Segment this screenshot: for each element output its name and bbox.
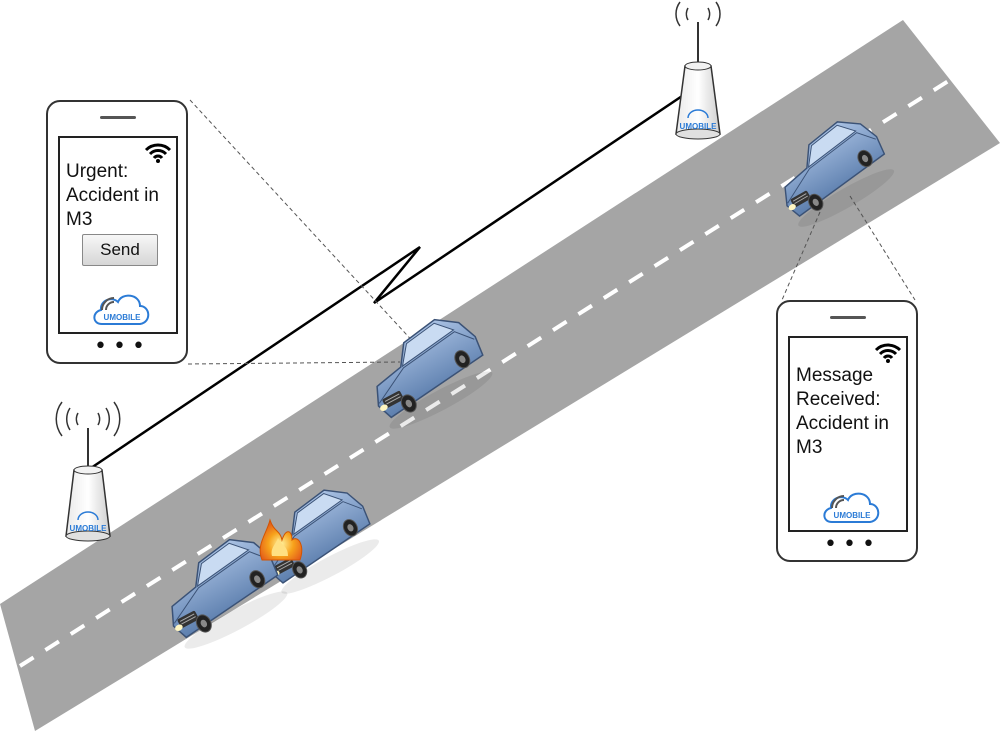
receiver-message: Message Received: Accident in M3: [796, 365, 889, 458]
wifi-icon: [144, 143, 172, 163]
receiver-phone: Message Received: Accident in M3 UMOBILE…: [776, 300, 918, 562]
phone-home-dots: •••: [94, 334, 151, 359]
umobile-logo: UMOBILE: [823, 492, 880, 523]
cell-tower-left: UMOBILE: [55, 401, 121, 542]
tower-label-right: UMOBILE: [680, 122, 718, 131]
callout-line: [781, 211, 821, 301]
tower-label-left: UMOBILE: [70, 524, 108, 533]
fire-icon: [259, 518, 303, 561]
sender-phone-screen: Urgent: Accident in M3 Send UMOBILE: [58, 136, 178, 334]
logo-text: UMOBILE: [104, 313, 142, 322]
phone-speaker: [830, 316, 866, 319]
receiver-phone-screen: Message Received: Accident in M3 UMOBILE: [788, 336, 908, 532]
radio-link: [87, 82, 701, 472]
send-button[interactable]: Send: [82, 234, 158, 266]
wifi-icon: [874, 343, 902, 363]
phone-speaker: [100, 116, 136, 119]
callout-line: [187, 361, 401, 365]
phone-home-dots: •••: [824, 532, 881, 557]
logo-text: UMOBILE: [834, 511, 872, 520]
cell-tower-right: UMOBILE: [675, 1, 721, 140]
umobile-logo: UMOBILE: [93, 294, 150, 325]
sender-phone: Urgent: Accident in M3 Send UMOBILE •••: [46, 100, 188, 364]
sender-message: Urgent: Accident in M3: [66, 161, 159, 230]
callout-line: [189, 99, 431, 361]
